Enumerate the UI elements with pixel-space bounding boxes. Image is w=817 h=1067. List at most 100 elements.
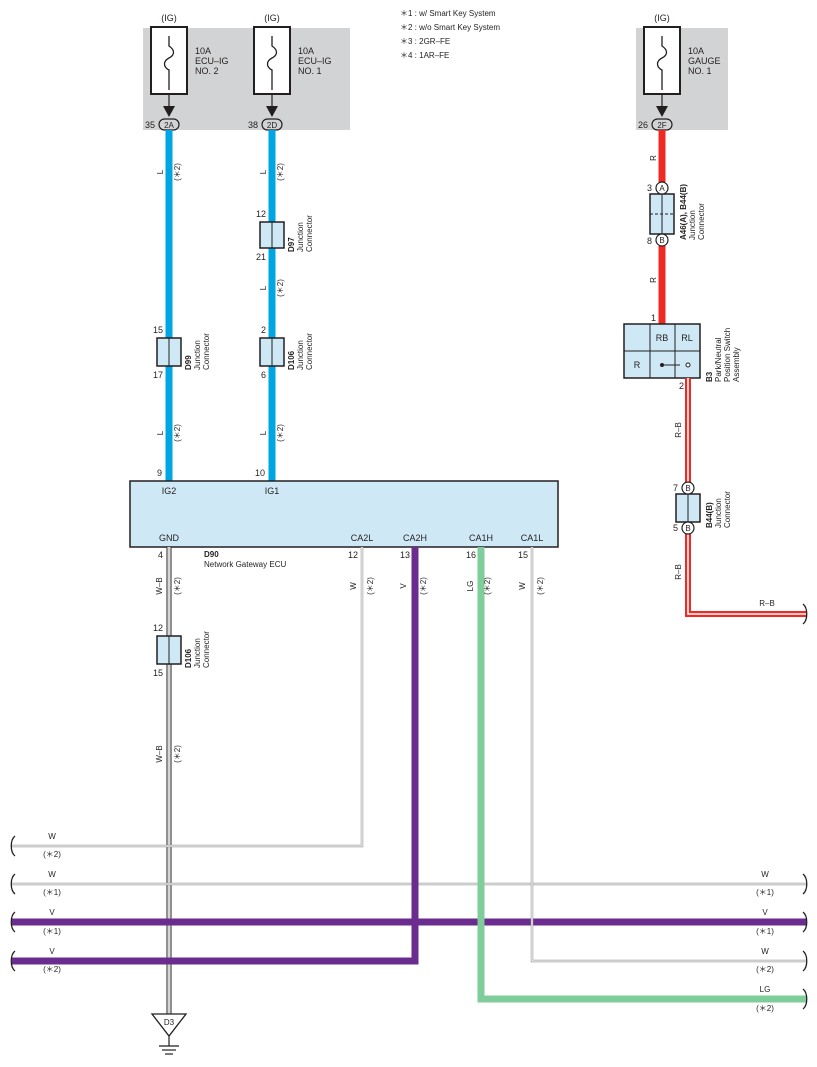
svg-text:ECU–IG: ECU–IG bbox=[195, 56, 229, 66]
svg-text:(＊2): (＊2) bbox=[536, 577, 545, 595]
svg-text:5: 5 bbox=[673, 523, 678, 533]
svg-text:W–B: W–B bbox=[155, 745, 164, 762]
svg-text:15: 15 bbox=[518, 550, 528, 560]
svg-text:(＊2): (＊2) bbox=[173, 745, 182, 763]
svg-text:2D: 2D bbox=[267, 121, 277, 130]
svg-text:10A: 10A bbox=[195, 46, 211, 56]
svg-text:LG: LG bbox=[466, 581, 475, 592]
wire-gauge-red: R R bbox=[649, 130, 666, 324]
legend-1: ＊1 : w/ Smart Key System bbox=[400, 9, 496, 18]
svg-text:(＊2): (＊2) bbox=[43, 850, 61, 859]
svg-text:A: A bbox=[659, 184, 665, 193]
svg-text:Junction: Junction bbox=[193, 638, 202, 668]
wire-ca2h: V (＊2) V (＊2) bbox=[12, 547, 428, 974]
svg-text:B: B bbox=[659, 236, 664, 245]
svg-text:(＊1): (＊1) bbox=[43, 888, 61, 897]
svg-text:CA1L: CA1L bbox=[521, 533, 544, 543]
svg-text:D97: D97 bbox=[287, 237, 296, 252]
svg-text:(＊2): (＊2) bbox=[173, 424, 182, 442]
svg-text:10A: 10A bbox=[688, 46, 704, 56]
svg-text:(IG): (IG) bbox=[264, 13, 280, 23]
svg-text:V: V bbox=[49, 908, 55, 917]
svg-text:L: L bbox=[156, 169, 165, 174]
switch-b3: RB RL R 1 2 B3 Park/Neutral Position Swi… bbox=[623, 313, 741, 391]
svg-text:ECU–IG: ECU–IG bbox=[298, 56, 332, 66]
svg-text:V: V bbox=[399, 583, 408, 589]
blue-wire-labels: L (＊2) L (＊2) L (＊2) L (＊2) L (＊2) bbox=[156, 163, 285, 442]
legend-2: ＊2 : w/o Smart Key System bbox=[400, 23, 500, 32]
svg-text:16: 16 bbox=[466, 550, 476, 560]
svg-text:(＊1): (＊1) bbox=[756, 927, 774, 936]
svg-text:35: 35 bbox=[145, 120, 155, 130]
svg-text:1: 1 bbox=[651, 313, 656, 323]
svg-text:(IG): (IG) bbox=[654, 13, 670, 23]
wire-r-b: R–B R–B R–B bbox=[674, 378, 808, 625]
svg-text:(＊2): (＊2) bbox=[276, 163, 285, 181]
svg-text:(＊2): (＊2) bbox=[756, 965, 774, 974]
svg-text:15: 15 bbox=[153, 325, 163, 335]
fuse-ecu-ig-no1: (IG) 10A ECU–IG NO. 1 2D 38 bbox=[248, 13, 332, 131]
svg-text:13: 13 bbox=[400, 550, 410, 560]
svg-text:26: 26 bbox=[638, 120, 648, 130]
svg-text:3: 3 bbox=[647, 183, 652, 193]
svg-text:NO. 1: NO. 1 bbox=[298, 66, 322, 76]
wire-ca2l: W (＊2) W (＊2) bbox=[12, 547, 375, 859]
wire-ca1h: LG (＊2) LG (＊2) bbox=[466, 547, 806, 1013]
svg-text:B44(B): B44(B) bbox=[705, 502, 714, 528]
svg-text:L: L bbox=[259, 169, 268, 174]
svg-text:(＊1): (＊1) bbox=[43, 927, 61, 936]
svg-text:(＊2): (＊2) bbox=[173, 577, 182, 595]
wire-v-n1: V (＊1) V (＊1) bbox=[12, 908, 806, 936]
wire-gnd-w-b: W–B (＊2) W–B (＊2) bbox=[155, 547, 182, 1014]
svg-text:V: V bbox=[49, 947, 55, 956]
svg-text:Connector: Connector bbox=[305, 215, 314, 252]
junction-d99: 15 17 D99 Junction Connector bbox=[153, 325, 211, 380]
svg-text:(＊2): (＊2) bbox=[276, 279, 285, 297]
svg-text:D90: D90 bbox=[204, 550, 219, 559]
svg-text:Park/Neutral: Park/Neutral bbox=[714, 337, 723, 382]
svg-text:Connector: Connector bbox=[697, 203, 706, 240]
svg-text:IG2: IG2 bbox=[162, 486, 177, 496]
legend: ＊1 : w/ Smart Key System ＊2 : w/o Smart … bbox=[400, 9, 500, 60]
svg-text:CA2H: CA2H bbox=[403, 533, 427, 543]
svg-text:R: R bbox=[649, 155, 658, 161]
svg-text:RL: RL bbox=[681, 333, 693, 343]
svg-text:Junction: Junction bbox=[193, 340, 202, 370]
wire-w-n1: W (＊1) W (＊1) bbox=[12, 870, 806, 897]
svg-text:R: R bbox=[634, 360, 641, 370]
svg-text:Junction: Junction bbox=[714, 498, 723, 528]
svg-text:GND: GND bbox=[159, 533, 180, 543]
svg-text:L: L bbox=[156, 430, 165, 435]
svg-text:2A: 2A bbox=[164, 121, 174, 130]
svg-text:RB: RB bbox=[656, 333, 669, 343]
wire-end-brackets bbox=[10, 835, 808, 1010]
svg-text:(＊2): (＊2) bbox=[276, 424, 285, 442]
junction-b44: B B 7 5 B44(B) Junction Connector bbox=[673, 481, 732, 535]
junction-d97: 12 21 D97 Junction Connector bbox=[256, 209, 314, 262]
svg-text:(＊2): (＊2) bbox=[173, 163, 182, 181]
svg-text:2: 2 bbox=[679, 381, 684, 391]
svg-text:CA1H: CA1H bbox=[469, 533, 493, 543]
svg-text:Connector: Connector bbox=[723, 491, 732, 528]
svg-text:W: W bbox=[48, 870, 56, 879]
legend-4: ＊4 : 1AR–FE bbox=[400, 51, 449, 60]
svg-text:Connector: Connector bbox=[202, 631, 211, 668]
svg-text:(＊2): (＊2) bbox=[483, 577, 492, 595]
svg-text:(＊1): (＊1) bbox=[756, 888, 774, 897]
svg-text:Junction: Junction bbox=[688, 210, 697, 240]
svg-text:7: 7 bbox=[673, 483, 678, 493]
svg-text:15: 15 bbox=[153, 668, 163, 678]
svg-text:L: L bbox=[259, 430, 268, 435]
legend-3: ＊3 : 2GR–FE bbox=[400, 37, 450, 46]
svg-text:8: 8 bbox=[647, 236, 652, 246]
junction-d106-gnd: 12 15 D106 Junction Connector bbox=[153, 623, 211, 678]
svg-text:12: 12 bbox=[153, 623, 163, 633]
svg-text:V: V bbox=[762, 908, 768, 917]
fuse-gauge-no1: (IG) 10A GAUGE NO. 1 2F 26 bbox=[638, 13, 721, 131]
svg-text:L: L bbox=[259, 285, 268, 290]
svg-text:NO. 2: NO. 2 bbox=[195, 66, 219, 76]
svg-text:A46(A), B44(B): A46(A), B44(B) bbox=[679, 184, 688, 240]
svg-text:B3: B3 bbox=[705, 371, 714, 382]
svg-text:R–B: R–B bbox=[674, 564, 683, 580]
svg-text:10A: 10A bbox=[298, 46, 314, 56]
